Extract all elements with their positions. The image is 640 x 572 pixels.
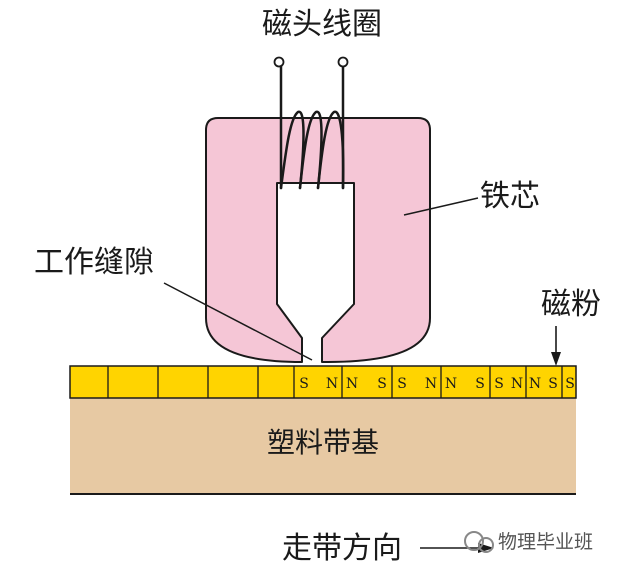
pole-label-3-left: N bbox=[445, 376, 457, 392]
pole-label-tail: S bbox=[565, 376, 575, 392]
watermark: 物理毕业班 bbox=[464, 531, 593, 553]
watermark-text: 物理毕业班 bbox=[498, 531, 593, 553]
pole-label-0-left: S bbox=[299, 376, 309, 392]
pole-label-0-right: N bbox=[326, 376, 338, 392]
gap-label: 工作缝隙 bbox=[34, 245, 154, 280]
core-label: 铁芯 bbox=[480, 179, 540, 214]
pole-label-2-right: N bbox=[425, 376, 437, 392]
pole-label-1-right: S bbox=[377, 376, 387, 392]
magnetic-powder-layer bbox=[69, 365, 577, 399]
pole-label-5-right: S bbox=[548, 376, 558, 392]
coil-terminal-right bbox=[337, 56, 349, 68]
pole-label-2-left: S bbox=[397, 376, 407, 392]
plastic-base bbox=[70, 398, 576, 494]
powder-label: 磁粉 bbox=[541, 287, 601, 322]
core-leader-line bbox=[403, 197, 479, 216]
pole-label-1-left: N bbox=[346, 376, 358, 392]
coil-label: 磁头线圈 bbox=[262, 7, 382, 42]
iron-core bbox=[205, 117, 431, 363]
pole-label-5-left: N bbox=[529, 376, 541, 392]
direction-label: 走带方向 bbox=[282, 531, 402, 566]
coil-windings bbox=[279, 64, 345, 190]
powder-cell-dividers bbox=[107, 366, 563, 398]
base-label: 塑料带基 bbox=[267, 426, 379, 459]
pole-label-4-left: S bbox=[494, 376, 504, 392]
powder-arrow-head bbox=[551, 352, 561, 366]
pole-label-3-right: S bbox=[475, 376, 485, 392]
gap-leader-line bbox=[163, 282, 313, 361]
coil-terminal-left bbox=[273, 56, 285, 68]
pole-label-4-right: N bbox=[511, 376, 523, 392]
watermark-icon bbox=[464, 531, 484, 551]
